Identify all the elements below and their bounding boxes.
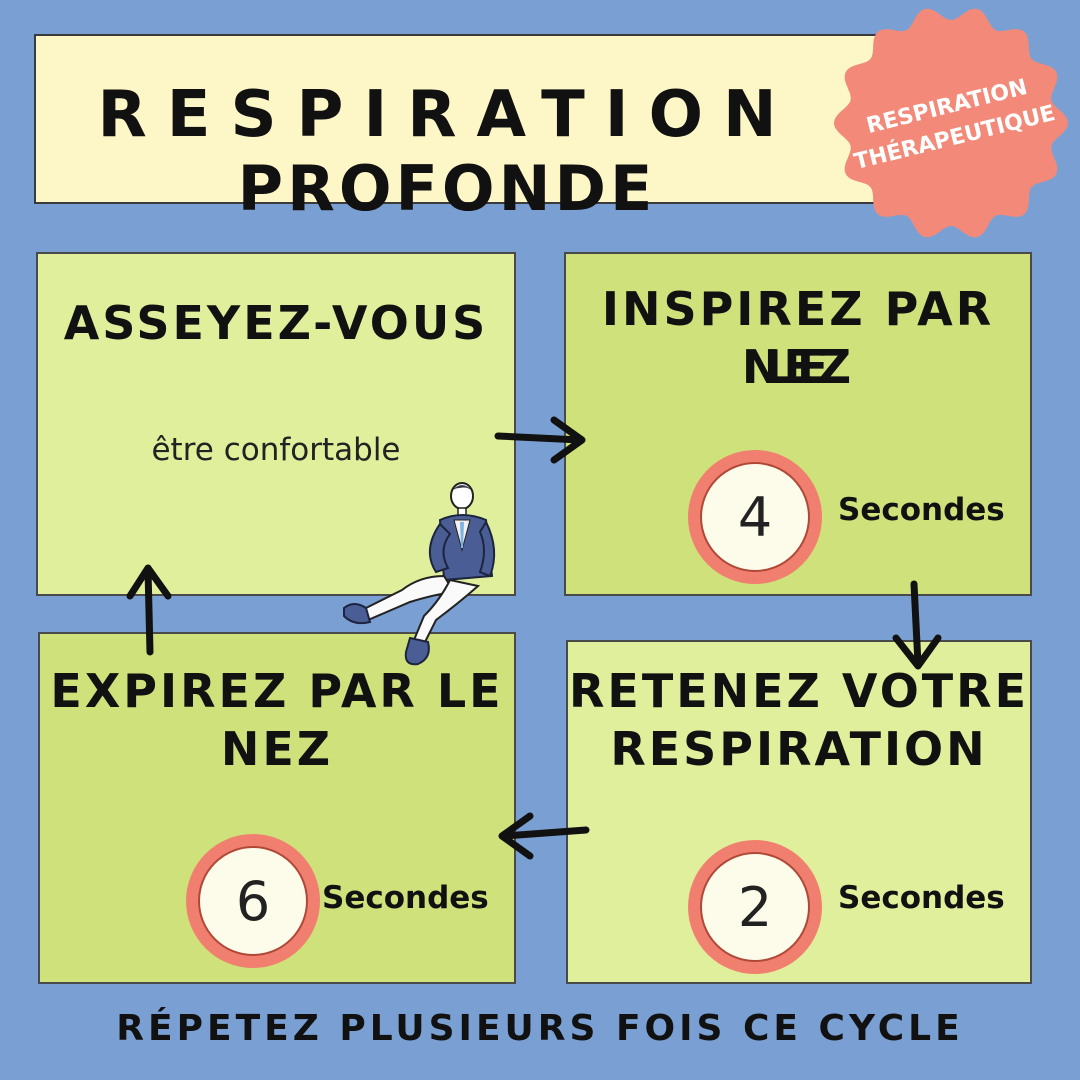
step-hold-card: RETENEZ VOTRE RESPIRATION 2 Secondes xyxy=(566,640,1032,984)
step-exhale-timer: 6 xyxy=(186,834,320,968)
arrow-right-icon xyxy=(494,416,586,464)
step-inhale-seconds: 4 xyxy=(700,462,810,572)
title-line-1: RESPIRATION xyxy=(97,78,797,152)
step-hold-timer: 2 xyxy=(688,840,822,974)
step-inhale-timer: 4 xyxy=(688,450,822,584)
step-exhale-heading-1: EXPIREZ PAR LE xyxy=(50,664,504,718)
title-line-2: PROFONDE xyxy=(237,152,657,225)
step-hold-unit: Secondes xyxy=(838,880,1005,916)
step-hold-heading-2: RESPIRATION xyxy=(610,722,988,776)
step-inhale-card: INSPIREZ PAR LE NEZ 4 Secondes xyxy=(564,252,1032,596)
therapeutic-badge: RESPIRATION THÉRAPEUTIQUE xyxy=(830,2,1072,244)
step-inhale-heading-2: NEZ xyxy=(741,340,855,394)
arrow-left-icon xyxy=(498,812,590,860)
seated-man-illustration xyxy=(343,482,496,666)
step-exhale-seconds: 6 xyxy=(198,846,308,956)
step-inhale-heading-1: INSPIREZ PAR LE xyxy=(601,282,995,394)
step-sit-heading: ASSEYEZ-VOUS xyxy=(63,296,489,350)
step-hold-heading-1: RETENEZ VOTRE xyxy=(568,664,1030,718)
footer-instruction: RÉPETEZ PLUSIEURS FOIS CE CYCLE xyxy=(116,1008,964,1049)
step-hold-seconds: 2 xyxy=(700,852,810,962)
step-exhale-unit: Secondes xyxy=(322,880,489,916)
badge-seal-icon xyxy=(834,8,1068,238)
title-box: RESPIRATION PROFONDE xyxy=(34,34,880,225)
arrow-down-icon xyxy=(892,580,942,670)
step-inhale-unit: Secondes xyxy=(838,492,1005,528)
step-sit-subtitle: être confortable xyxy=(151,432,401,468)
step-exhale-heading-2: NEZ xyxy=(220,722,334,776)
step-exhale-card: EXPIREZ PAR LE NEZ 6 Secondes xyxy=(38,632,516,984)
arrow-up-icon xyxy=(126,564,172,656)
